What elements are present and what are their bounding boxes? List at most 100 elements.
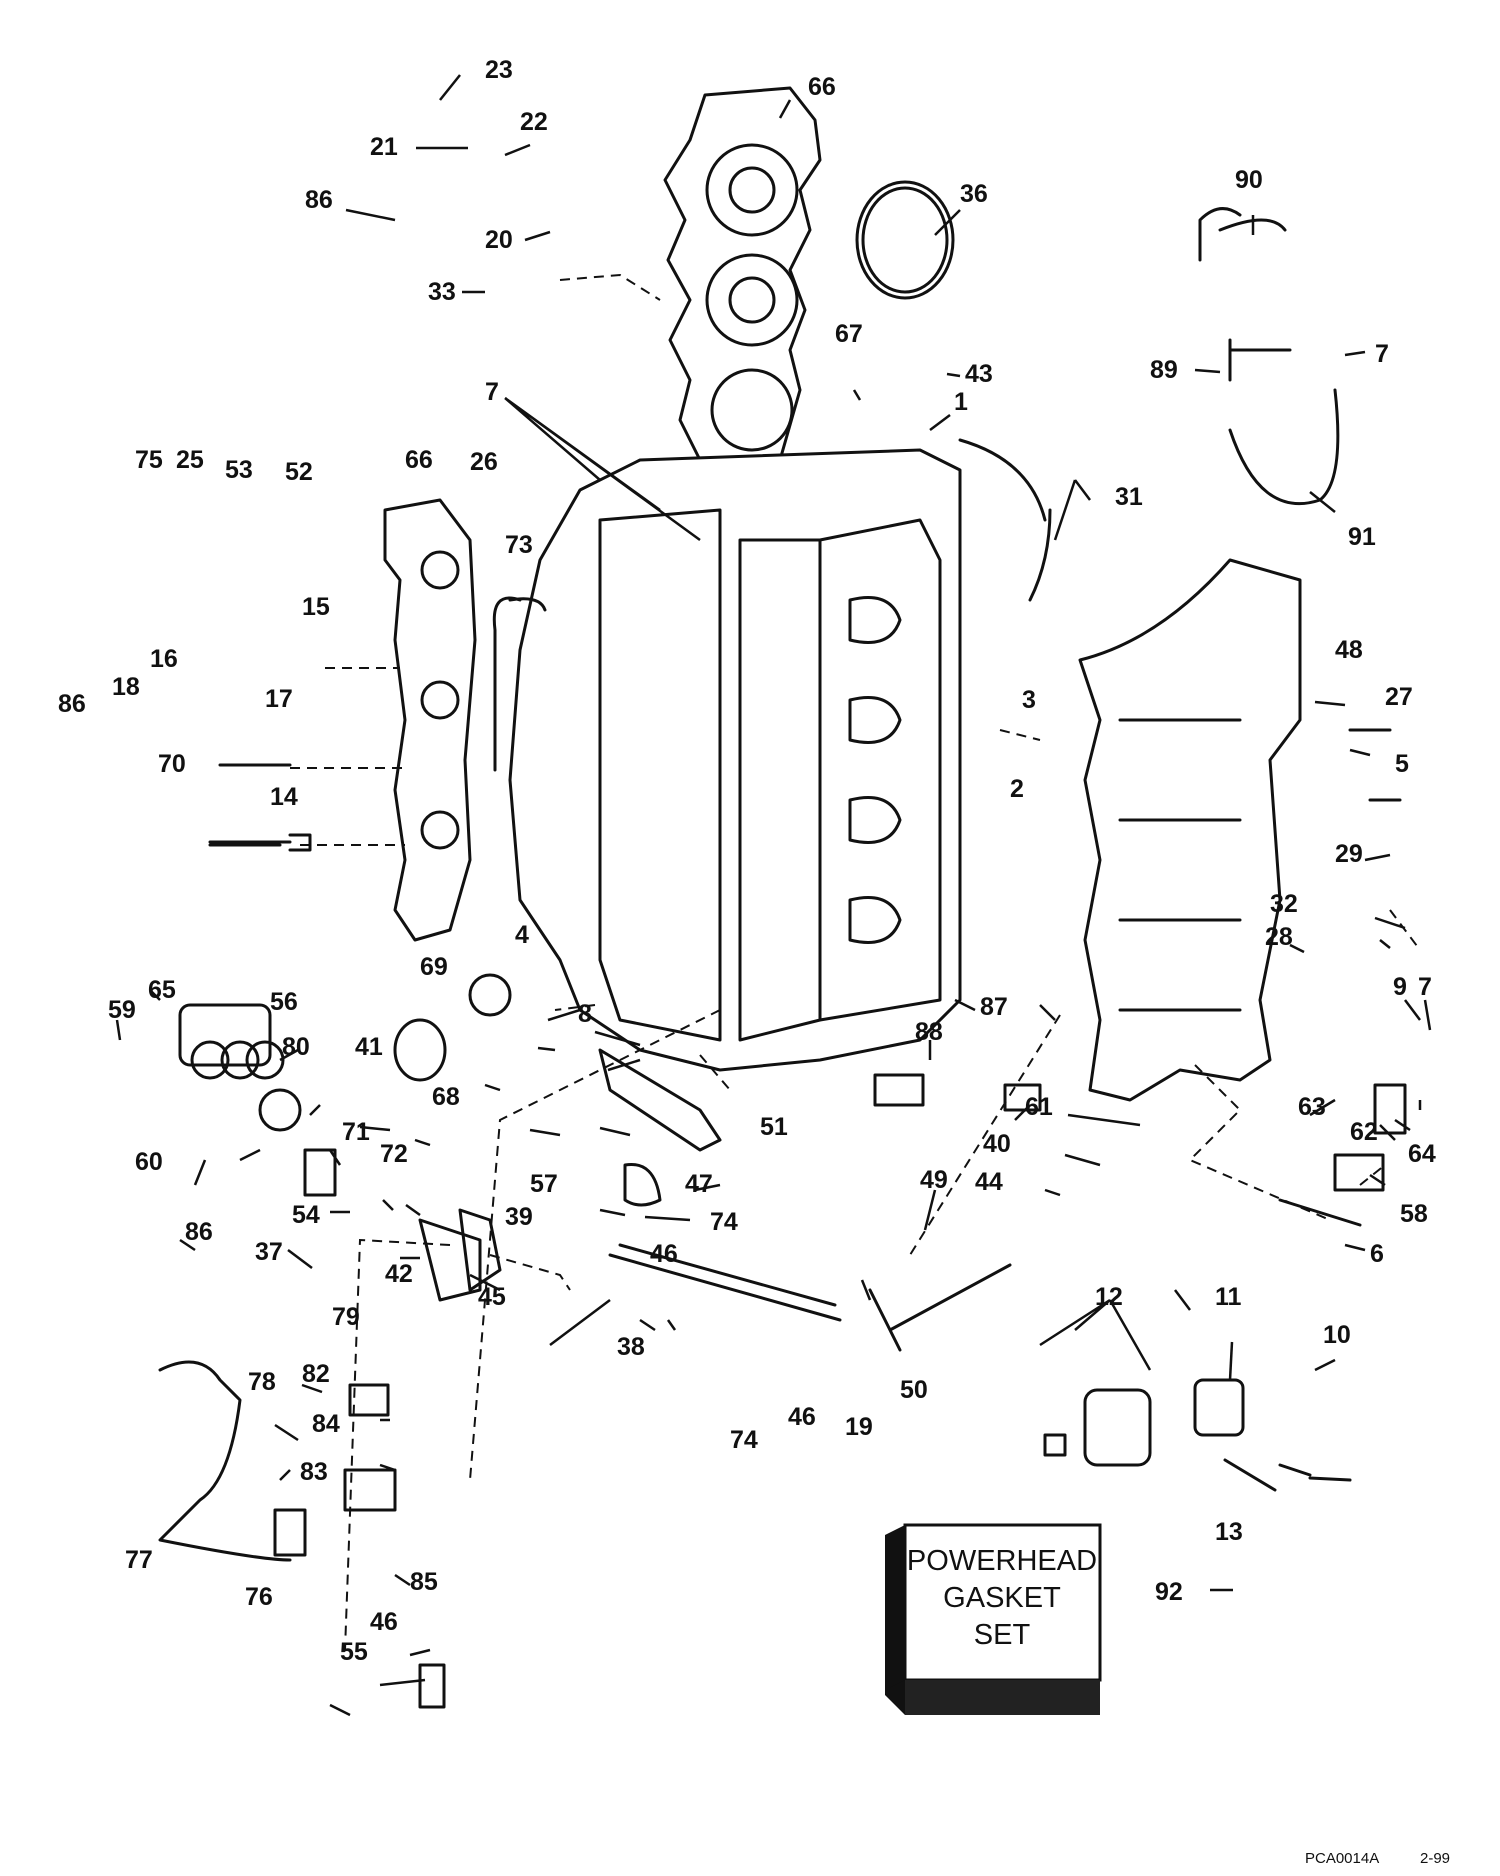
callout-64: 64 [1408,1140,1436,1168]
callout-75: 75 [135,446,163,474]
callout-66-top: 66 [808,73,836,101]
callout-27: 27 [1385,683,1413,711]
callout-13: 13 [1215,1518,1243,1546]
callout-67: 67 [835,320,863,348]
callout-74-b: 74 [730,1426,758,1454]
callout-89: 89 [1150,356,1178,384]
callout-77: 77 [125,1546,153,1574]
callout-78: 78 [248,1368,276,1396]
callout-11: 11 [1215,1283,1242,1311]
callout-76: 76 [245,1583,273,1611]
callout-12: 12 [1095,1283,1123,1311]
callout-39: 39 [505,1203,533,1231]
callout-3: 3 [1022,686,1036,714]
callout-79: 79 [332,1303,360,1331]
callout-69: 69 [420,953,448,981]
callout-32: 32 [1270,890,1298,918]
callout-23: 23 [485,56,513,84]
callout-31: 31 [1115,483,1143,511]
callout-29: 29 [1335,840,1363,868]
callout-5: 5 [1395,750,1409,778]
callout-7-center: 7 [485,378,499,406]
callout-66-left: 66 [405,446,433,474]
parts-artwork [158,86,1407,1709]
callout-17: 17 [265,685,293,713]
callout-6: 6 [1370,1240,1384,1268]
callout-38: 38 [617,1333,645,1361]
callout-9: 9 [1393,973,1407,1001]
callout-48: 48 [1335,636,1363,664]
callout-61: 61 [1025,1093,1053,1121]
callout-50: 50 [900,1376,928,1404]
callout-91: 91 [1348,523,1376,551]
callout-43: 43 [965,360,993,388]
callout-71: 71 [342,1118,370,1146]
callout-46-c: 46 [370,1608,398,1636]
callout-57: 57 [530,1170,558,1198]
callout-41: 41 [355,1033,383,1061]
drawing-date: 2-99 [1420,1850,1450,1867]
callout-87: 87 [980,993,1008,1021]
callout-86-top: 86 [305,186,333,214]
callout-86-bottom: 86 [185,1218,213,1246]
callout-62: 62 [1350,1118,1378,1146]
callout-92: 92 [1155,1578,1183,1606]
callout-1: 1 [954,388,968,416]
assembly-dashes [290,273,1421,1651]
callout-44: 44 [975,1168,1003,1196]
callout-88: 88 [915,1018,943,1046]
callout-labels: 23 21 22 86 20 33 66 36 90 7 89 67 43 1 … [58,56,1436,1666]
callout-56: 56 [270,988,298,1016]
callout-52: 52 [285,458,313,486]
callout-80: 80 [282,1033,310,1061]
callout-47: 47 [685,1170,713,1198]
callout-49: 49 [920,1166,948,1194]
callout-36: 36 [960,180,988,208]
callout-90: 90 [1235,166,1263,194]
callout-46-a: 46 [650,1240,678,1268]
callout-26: 26 [470,448,498,476]
callout-59: 59 [108,996,136,1024]
callout-7-right-top: 7 [1375,340,1389,368]
callout-85: 85 [410,1568,438,1596]
callout-46-b: 46 [788,1403,816,1431]
gasket-box-line-1: POWERHEAD [907,1545,1097,1577]
callout-74-a: 74 [710,1208,738,1236]
callout-55: 55 [340,1638,368,1666]
callout-84: 84 [312,1410,340,1438]
callout-10: 10 [1323,1321,1351,1349]
callout-18: 18 [112,673,140,701]
callout-83: 83 [300,1458,328,1486]
callout-2: 2 [1010,775,1024,803]
callout-70: 70 [158,750,186,778]
callout-65: 65 [148,976,176,1004]
callout-51: 51 [760,1113,788,1141]
callout-68: 68 [432,1083,460,1111]
callout-53: 53 [225,456,253,484]
callout-16: 16 [150,645,178,673]
callout-45: 45 [478,1283,506,1311]
callout-14: 14 [270,783,298,811]
callout-42: 42 [385,1260,413,1288]
callout-21: 21 [370,133,398,161]
callout-22: 22 [520,108,548,136]
callout-60: 60 [135,1148,163,1176]
callout-19: 19 [845,1413,873,1441]
callout-4: 4 [515,921,529,949]
drawing-code: PCA0014A [1305,1850,1379,1867]
callout-8: 8 [578,1000,592,1028]
gasket-box-line-3: SET [974,1619,1031,1651]
callout-40: 40 [983,1130,1011,1158]
callout-86-left: 86 [58,690,86,718]
callout-72: 72 [380,1140,408,1168]
leader-lines [115,74,1432,1717]
callout-54: 54 [292,1201,320,1229]
callout-20: 20 [485,226,513,254]
callout-25: 25 [176,446,204,474]
callout-33: 33 [428,278,456,306]
callout-63: 63 [1298,1093,1326,1121]
callout-73: 73 [505,531,533,559]
gasket-box-line-2: GASKET [943,1582,1061,1614]
callout-7-right: 7 [1418,973,1432,1001]
